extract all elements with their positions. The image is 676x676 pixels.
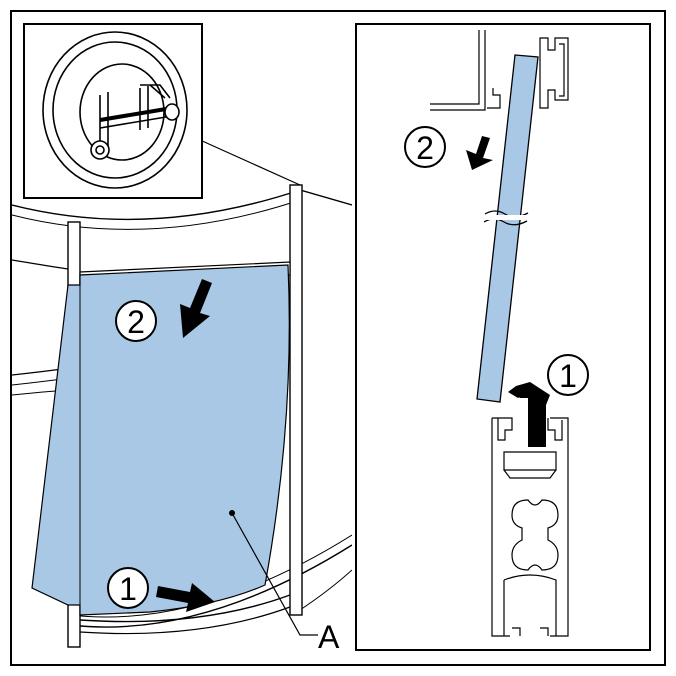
cabinet-top-edge-inner (12, 199, 301, 230)
step-2-arrow-icon-detail (466, 136, 493, 170)
break-gap (486, 215, 526, 220)
step-1-label: 1 (119, 571, 137, 607)
cabinet-bottom-curve (69, 544, 352, 628)
step-2-label: 2 (127, 304, 145, 340)
cabinet-bottom-curve-outer (299, 569, 352, 611)
step-1-badge-right: 1 (547, 354, 589, 396)
callout-a-leader (231, 512, 318, 636)
outer-frame (10, 10, 666, 666)
step-2-label-detail: 2 (416, 130, 434, 166)
glass-pane-detail (476, 54, 539, 403)
door-frame-bottom-rail (79, 594, 291, 623)
door-frame-bottom-rail-lower (79, 606, 291, 635)
step-2-badge-left: 2 (115, 300, 157, 342)
step-2-badge-right: 2 (404, 126, 446, 168)
door-frame-right-post (289, 184, 303, 616)
cabinet-top-edge (12, 189, 352, 221)
step-2-arrow-icon (180, 279, 212, 338)
step-1-badge-left: 1 (107, 567, 149, 609)
frame-profile-icon (511, 499, 559, 571)
suction-cup-inset (23, 23, 203, 199)
part-a-label: A (318, 619, 340, 655)
step-1-label-detail: 1 (559, 358, 577, 394)
bottom-frame-profile (491, 417, 569, 637)
glass-pane (31, 264, 290, 616)
step-1-arrow-shaft (512, 385, 546, 447)
left-scene (12, 139, 352, 648)
top-frame-profile (430, 30, 569, 111)
detail-panel (355, 23, 651, 651)
shelf-line-1 (12, 259, 76, 271)
step-1-arrow-icon (156, 583, 215, 612)
cabinet-rear-edge (199, 139, 301, 186)
suction-cup-icon (42, 31, 188, 189)
